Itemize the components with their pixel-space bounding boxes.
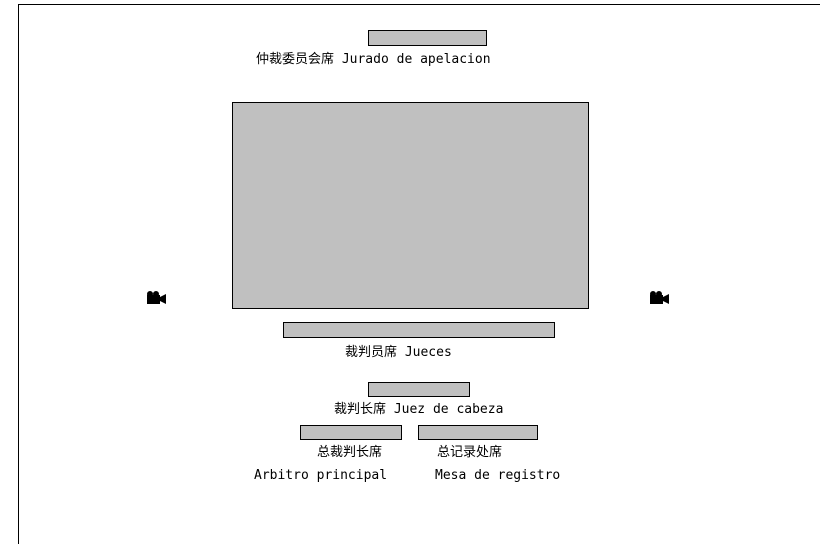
video-camera-icon: [147, 291, 166, 304]
head-judge-desk: [368, 382, 470, 397]
competition-area: [232, 102, 589, 309]
record-desk-label-es: Mesa de registro: [435, 468, 561, 483]
judges-label: 裁判员席 Jueces: [345, 345, 452, 360]
chief-referee-label-es: Arbitro principal: [254, 468, 388, 483]
record-desk-label-zh: 总记录处席: [437, 445, 503, 460]
video-camera-icon: [650, 291, 669, 304]
head-judge-label: 裁判长席 Juez de cabeza: [334, 402, 504, 417]
jury-of-appeal-label: 仲裁委员会席 Jurado de apelacion: [256, 52, 491, 67]
chief-referee-desk: [300, 425, 402, 440]
diagram-frame: [18, 4, 820, 544]
chief-referee-label-zh: 总裁判长席: [317, 445, 383, 460]
jury-of-appeal-desk: [368, 30, 487, 46]
judges-desk: [283, 322, 555, 338]
record-desk: [418, 425, 538, 440]
